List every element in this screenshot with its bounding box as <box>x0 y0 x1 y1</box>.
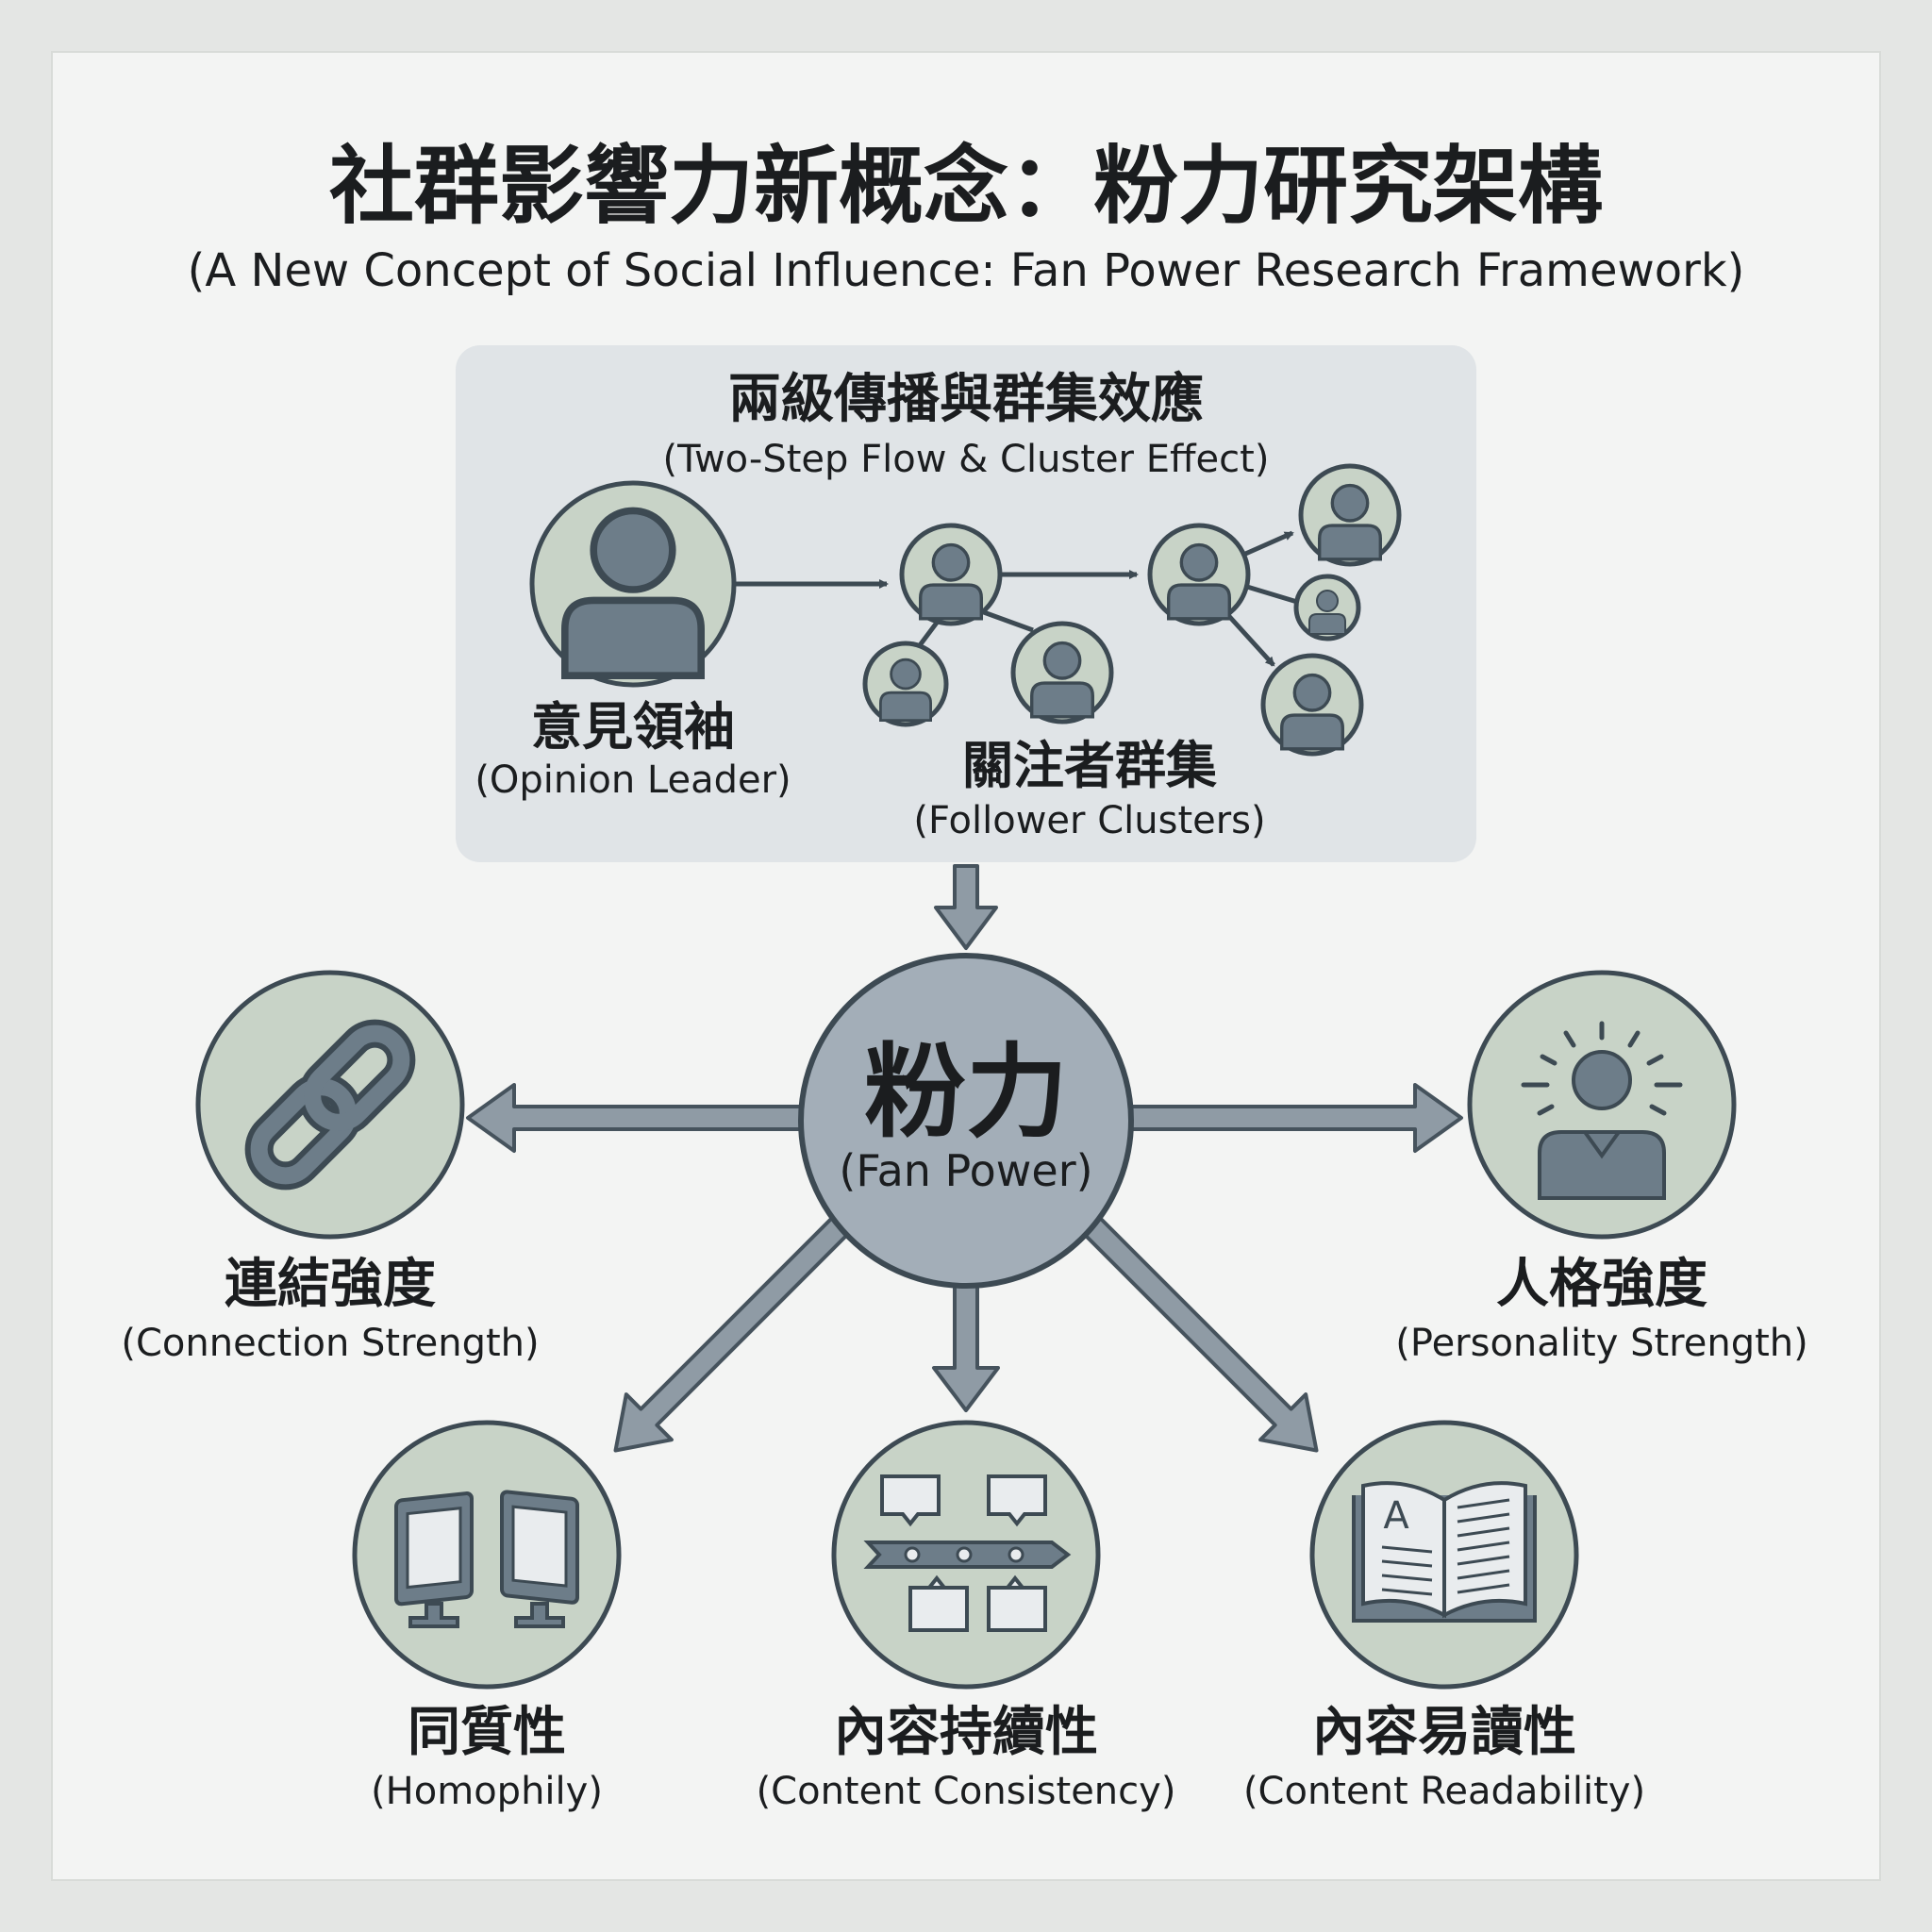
follower-icon <box>1293 574 1361 641</box>
arrow-to-consistency <box>932 1281 1000 1412</box>
svg-text:A: A <box>1383 1494 1409 1538</box>
personality-strength-sublabel: (Personality Strength) <box>1395 1322 1807 1365</box>
content-readability-sublabel: (Content Readability) <box>1243 1770 1645 1813</box>
follower-icon <box>1260 653 1364 757</box>
twin-monitors-icon <box>352 1420 622 1690</box>
content-consistency-label: 內容持續性 <box>834 1702 1098 1763</box>
main-subtitle: (A New Concept of Social Influence: Fan … <box>188 244 1745 297</box>
fan-power-sublabel: (Fan Power) <box>839 1145 1092 1196</box>
connection-strength-sublabel: (Connection Strength) <box>121 1322 539 1365</box>
homophily-sublabel: (Homophily) <box>371 1770 603 1813</box>
connection-strength-label: 連結強度 <box>225 1254 436 1315</box>
chain-link-icon <box>195 970 465 1240</box>
follower-clusters-label: 關注者群集 <box>962 736 1217 795</box>
follower-icon <box>1147 523 1251 626</box>
homophily-label: 同質性 <box>408 1702 566 1763</box>
panel-title: 兩級傳播與群集效應 <box>728 369 1204 430</box>
arrow-to-homophily <box>613 1207 859 1453</box>
opinion-leader-icon <box>529 480 737 688</box>
follower-icon <box>1298 463 1402 567</box>
content-readability-label: 內容易讀性 <box>1312 1702 1576 1763</box>
arrow-to-connection <box>466 1083 804 1153</box>
panel-subtitle: (Two-Step Flow & Cluster Effect) <box>663 438 1270 481</box>
personality-strength-label: 人格強度 <box>1496 1254 1707 1315</box>
follower-icon <box>899 523 1003 626</box>
two-step-flow-panel: 兩級傳播與群集效應 (Two-Step Flow & Cluster Effec… <box>456 345 1476 862</box>
arrow-to-personality <box>1128 1083 1463 1153</box>
down-arrow <box>934 864 998 950</box>
follower-icon <box>862 641 949 727</box>
open-book-icon: A <box>1309 1420 1579 1690</box>
follower-icon <box>1010 621 1114 724</box>
person-radiant-icon <box>1467 970 1737 1240</box>
opinion-leader-sublabel: (Opinion Leader) <box>475 758 791 802</box>
main-title: 社群影響力新概念：粉力研究架構 <box>329 137 1603 236</box>
follower-clusters-sublabel: (Follower Clusters) <box>913 799 1265 842</box>
opinion-leader-label: 意見領袖 <box>531 697 735 757</box>
arrow-to-readability <box>1073 1207 1319 1453</box>
timeline-messages-icon <box>831 1420 1101 1690</box>
fan-power-label: 粉力 <box>864 1034 1068 1152</box>
content-consistency-sublabel: (Content Consistency) <box>757 1770 1176 1813</box>
fan-power-node: 粉力 (Fan Power) <box>798 953 1134 1289</box>
